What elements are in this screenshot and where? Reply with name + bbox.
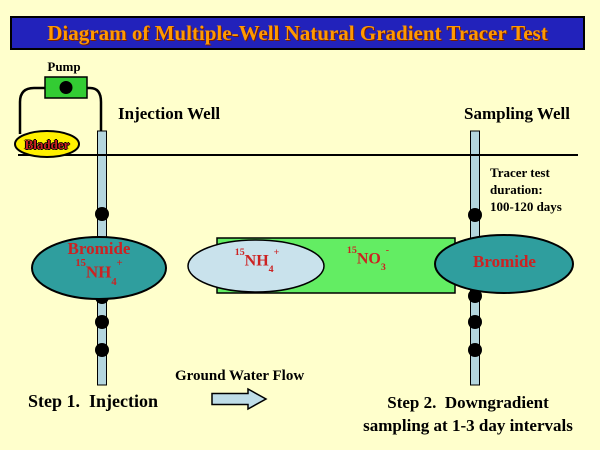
flow-arrow-icon	[211, 387, 268, 411]
ground-water-flow-label: Ground Water Flow	[175, 368, 305, 384]
bromide-arrival-label: Bromide	[473, 252, 536, 271]
step1-label: Step 1. Injection	[28, 391, 158, 411]
tracer-duration-line: duration:	[490, 182, 543, 197]
injection-source-ellipse	[31, 236, 167, 300]
sampling-well-label: Sampling Well	[464, 104, 570, 123]
step2-line1: Step 2. Downgradient	[387, 393, 549, 412]
title-bar: Diagram of Multiple-Well Natural Gradien…	[10, 16, 585, 50]
pump-label: Pump	[47, 59, 81, 74]
tracer-duration-line: Tracer test	[490, 165, 550, 180]
injection-well-port-dot	[95, 207, 109, 221]
tracer-duration-line: 100-120 days	[490, 199, 562, 214]
sampling-well-port-dot	[468, 208, 482, 222]
injection-well-label: Injection Well	[118, 104, 221, 123]
injection-well-port-dot	[95, 343, 109, 357]
injection-plume-title: Bromide	[67, 239, 131, 258]
sampling-well-port-dot	[468, 343, 482, 357]
pump-tube-left	[18, 86, 46, 134]
injection-plume-label: Bromide 15NH4+	[32, 239, 166, 290]
step2-label: Step 2. Downgradient sampling at 1-3 day…	[340, 391, 596, 437]
step2-line2: sampling at 1-3 day intervals	[363, 416, 573, 435]
tracer-duration-note: Tracer test duration: 100-120 days	[490, 164, 562, 215]
bladder-label: Bladder	[24, 137, 70, 152]
bladder-shape	[14, 130, 80, 158]
ammonium-formula: 15NH4+	[75, 258, 123, 288]
bromide-arrival-ellipse	[434, 234, 574, 294]
pump-tube-right	[86, 86, 103, 134]
injection-well-port-dot	[95, 315, 109, 329]
nitrate-plume-label: 15NO3-	[346, 244, 390, 273]
sampling-well-port-dot	[468, 315, 482, 329]
pump-rotor-dot	[59, 81, 73, 94]
sampling-well-port-dot	[468, 289, 482, 303]
ammonium-plume-label: 15NH4+	[234, 246, 280, 275]
page-title: Diagram of Multiple-Well Natural Gradien…	[47, 20, 548, 45]
ammonium-plume-ellipse	[187, 239, 325, 293]
